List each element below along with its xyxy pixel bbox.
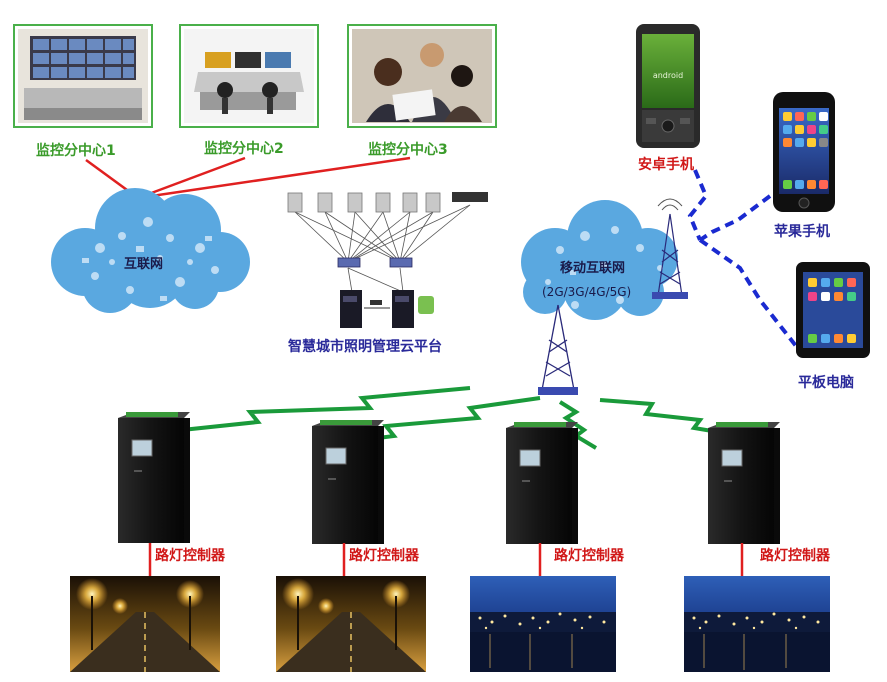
controller-label-3: 路灯控制器 — [554, 548, 624, 564]
cell-tower-right — [652, 198, 688, 299]
monitoring-center-2-photo — [179, 24, 319, 128]
mobile-internet-cloud — [521, 200, 678, 320]
monitoring-center-2-label: 监控分中心2 — [204, 141, 284, 157]
tablet-label: 平板电脑 — [798, 375, 854, 391]
controller-cabinet-1 — [118, 412, 190, 543]
mobile-cloud-label: 移动互联网 — [560, 261, 626, 276]
road-photo-1 — [70, 576, 220, 672]
cell-tower-center — [538, 304, 578, 395]
monitoring-center-1-label: 监控分中心1 — [36, 143, 116, 159]
port-photo-2 — [684, 576, 830, 672]
cloud-platform-servers — [287, 192, 488, 328]
monitoring-center-1-photo — [13, 24, 153, 128]
controller-cabinet-2 — [312, 420, 384, 544]
mobile-cloud-sublabel: (2G/3G/4G/5G) — [542, 285, 632, 299]
iphone — [773, 92, 835, 212]
controller-cabinet-3 — [506, 422, 578, 544]
android-label: 安卓手机 — [638, 157, 694, 173]
wireless-links-devices — [687, 169, 798, 348]
internet-cloud — [51, 188, 250, 313]
controller-label-1: 路灯控制器 — [155, 548, 225, 564]
port-photo-1 — [470, 576, 616, 672]
tablet — [796, 262, 870, 358]
monitoring-center-3-photo — [347, 24, 497, 128]
monitoring-center-3-label: 监控分中心3 — [368, 142, 448, 158]
android-phone — [636, 24, 700, 148]
internet-cloud-label: 互联网 — [124, 257, 164, 272]
controller-label-2: 路灯控制器 — [349, 548, 419, 564]
platform-label: 智慧城市照明管理云平台 — [288, 339, 442, 355]
wired-links-lamps — [148, 543, 744, 576]
controller-cabinet-4 — [708, 422, 780, 544]
iphone-label: 苹果手机 — [774, 224, 830, 240]
android-brand-text: android — [653, 71, 683, 80]
controller-label-4: 路灯控制器 — [760, 548, 830, 564]
wireless-links-controllers — [181, 386, 719, 450]
road-photo-2 — [276, 576, 426, 672]
